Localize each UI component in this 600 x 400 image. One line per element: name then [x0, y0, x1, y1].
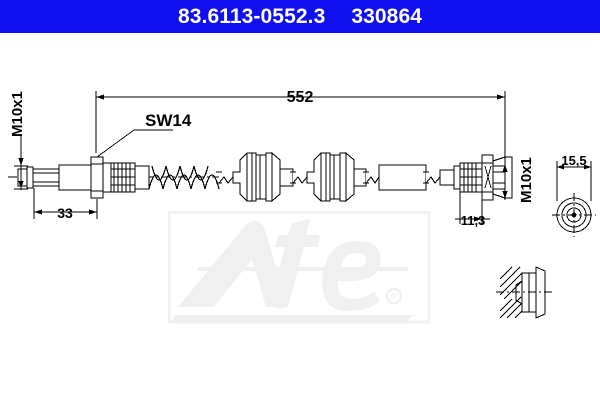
label-end-view-width: 15,5: [561, 153, 586, 168]
label-left-fitting-length: 33: [57, 205, 73, 221]
article-number-label: 330864: [351, 5, 423, 28]
dimension-552: [95, 91, 506, 153]
dimension-thread-left: [14, 134, 28, 190]
label-thread-left: M10x1: [9, 91, 26, 137]
dimension-15-5: [556, 161, 592, 201]
dimension-thread-right: [502, 151, 508, 200]
label-wrench-size: SW14: [145, 111, 192, 130]
drawing-canvas: R: [0, 33, 600, 400]
ate-watermark-logo: R: [168, 211, 430, 324]
svg-text:R: R: [391, 292, 398, 302]
dimension-11-3: [455, 192, 490, 224]
dimension-33: [33, 188, 98, 219]
hose-assembly-drawing: 552 33 SW14 M10x1 M10x1 15,5 11,3: [8, 89, 596, 319]
section-detail: [496, 266, 552, 319]
header-banner: 83.6113-0552.3 330864: [0, 0, 600, 33]
label-thread-right: M10x1: [518, 157, 535, 203]
end-view-circles: [552, 193, 596, 237]
part-number-label: 83.6113-0552.3: [177, 5, 326, 28]
label-overall-length: 552: [287, 89, 314, 106]
leader-line-sw14: [96, 129, 173, 158]
label-right-fitting-length: 11,3: [461, 213, 486, 228]
